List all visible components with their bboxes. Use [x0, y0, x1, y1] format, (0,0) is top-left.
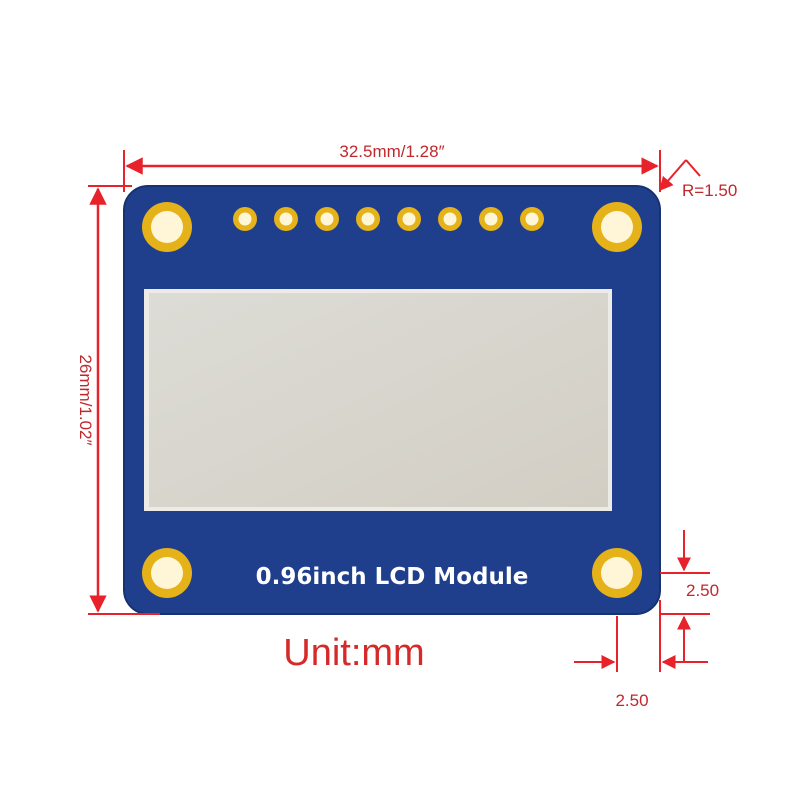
pin-pad-8	[520, 207, 544, 231]
mounting-hole-top-left	[142, 202, 192, 252]
width-label: 32.5mm/1.28″	[339, 142, 444, 161]
radius-label: R=1.50	[682, 181, 737, 200]
height-label: 26mm/1.02″	[76, 354, 95, 445]
hole-offset-vertical-dimension	[660, 530, 710, 662]
board-label: 0.96inch LCD Module	[256, 564, 529, 590]
pin-pad-5	[397, 207, 421, 231]
hole-offset-horizontal-label: 2.50	[615, 691, 648, 710]
height-dimension	[88, 185, 160, 615]
pin-pad-6	[438, 207, 462, 231]
pin-pad-4	[356, 207, 380, 231]
lcd-panel	[149, 293, 608, 507]
unit-label: Unit:mm	[283, 632, 424, 674]
pin-pad-1	[233, 207, 257, 231]
pin-pad-2	[274, 207, 298, 231]
hole-offset-horizontal-dimension	[574, 600, 708, 672]
mounting-hole-top-right	[592, 202, 642, 252]
mounting-hole-bottom-left	[142, 548, 192, 598]
hole-offset-vertical-label: 2.50	[686, 581, 719, 600]
pin-header	[233, 207, 544, 231]
mounting-hole-bottom-right	[592, 548, 642, 598]
corner-radius-indicator	[659, 159, 701, 192]
pin-pad-7	[479, 207, 503, 231]
pin-pad-3	[315, 207, 339, 231]
